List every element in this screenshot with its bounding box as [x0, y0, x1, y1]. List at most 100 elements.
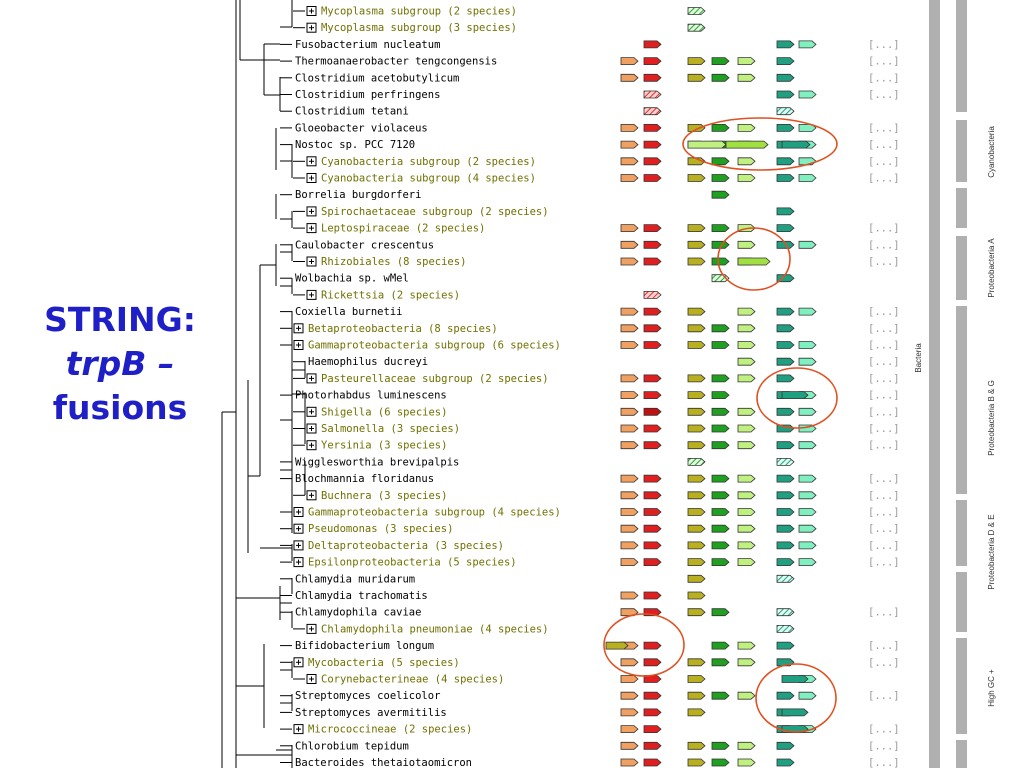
- table-row[interactable]: Clostridium acetobutylicum[...]: [295, 72, 900, 84]
- more-link[interactable]: [...]: [868, 173, 900, 185]
- table-row[interactable]: Corynebacterineae (4 species): [306, 674, 817, 686]
- more-link[interactable]: [...]: [868, 440, 900, 452]
- table-row[interactable]: Clostridium perfringens [...]: [295, 89, 900, 101]
- more-link[interactable]: [...]: [868, 740, 900, 752]
- species-name[interactable]: Deltaproteobacteria (3 species): [308, 540, 504, 552]
- more-link[interactable]: [...]: [868, 473, 900, 485]
- species-name[interactable]: Mycoplasma subgroup (2 species): [321, 6, 517, 18]
- species-name[interactable]: Chlamydophila caviae: [295, 607, 421, 619]
- table-row[interactable]: Chlamydophila pneumoniae (4 species): [306, 623, 795, 635]
- species-name[interactable]: Coxiella burnetii: [295, 306, 402, 318]
- species-name[interactable]: Shigella (6 species): [321, 406, 447, 418]
- species-name[interactable]: Pasteurellaceae subgroup (2 species): [321, 373, 549, 385]
- more-link[interactable]: [...]: [868, 56, 900, 68]
- more-link[interactable]: [...]: [868, 239, 900, 251]
- more-link[interactable]: [...]: [868, 423, 900, 435]
- more-link[interactable]: [...]: [868, 122, 900, 134]
- more-link[interactable]: [...]: [868, 406, 900, 418]
- more-link[interactable]: [...]: [868, 256, 900, 268]
- species-name[interactable]: Spirochaetaceae subgroup (2 species): [321, 206, 549, 218]
- more-link[interactable]: [...]: [868, 640, 900, 652]
- table-row[interactable]: Chlamydia muridarum: [295, 573, 795, 585]
- more-link[interactable]: [...]: [868, 39, 900, 51]
- table-row[interactable]: Cyanobacteria subgroup (2 species) [...]: [306, 156, 900, 168]
- species-name[interactable]: Corynebacterineae (4 species): [321, 674, 504, 686]
- table-row[interactable]: Cyanobacteria subgroup (4 species) [...]: [306, 173, 900, 185]
- species-name[interactable]: Chlamydia trachomatis: [295, 590, 428, 602]
- table-row[interactable]: Mycobacteria (5 species) [...]: [293, 657, 900, 669]
- species-name[interactable]: Streptomyces coelicolor: [295, 690, 440, 702]
- table-row[interactable]: Rickettsia (2 species): [306, 289, 662, 301]
- species-name[interactable]: Micrococcineae (2 species): [308, 724, 472, 736]
- species-name[interactable]: Nostoc sp. PCC 7120: [295, 139, 415, 151]
- more-link[interactable]: [...]: [868, 156, 900, 168]
- more-link[interactable]: [...]: [868, 340, 900, 352]
- species-name[interactable]: Thermoanaerobacter tengcongensis: [295, 56, 497, 68]
- table-row[interactable]: Gloeobacter violaceus [...]: [295, 122, 900, 134]
- species-name[interactable]: Mycobacteria (5 species): [308, 657, 460, 669]
- more-link[interactable]: [...]: [868, 507, 900, 519]
- table-row[interactable]: Coxiella burnetii [...]: [295, 306, 900, 318]
- table-row[interactable]: Spirochaetaceae subgroup (2 species): [306, 206, 795, 218]
- table-row[interactable]: Shigella (6 species) [...]: [306, 406, 900, 418]
- table-row[interactable]: Epsilonproteobacteria (5 species)[...]: [293, 557, 900, 569]
- table-row[interactable]: Clostridium tetani: [295, 106, 795, 118]
- species-name[interactable]: Wolbachia sp. wMel: [295, 273, 409, 285]
- table-row[interactable]: Salmonella (3 species) [...]: [306, 423, 900, 435]
- species-name[interactable]: Gammaproteobacteria subgroup (4 species): [308, 507, 561, 519]
- more-link[interactable]: [...]: [868, 490, 900, 502]
- species-name[interactable]: Yersinia (3 species): [321, 440, 447, 452]
- table-row[interactable]: Bacteroides thetaiotaomicron[...]: [295, 757, 900, 768]
- table-row[interactable]: Rhizobiales (8 species) [...]: [306, 256, 900, 268]
- table-row[interactable]: Chlorobium tepidum [...]: [295, 740, 900, 752]
- table-row[interactable]: Thermoanaerobacter tengcongensis [...]: [295, 56, 900, 68]
- species-name[interactable]: Salmonella (3 species): [321, 423, 460, 435]
- species-name[interactable]: Gloeobacter violaceus: [295, 122, 428, 134]
- more-link[interactable]: [...]: [868, 540, 900, 552]
- species-name[interactable]: Caulobacter crescentus: [295, 239, 434, 251]
- more-link[interactable]: [...]: [868, 223, 900, 235]
- more-link[interactable]: [...]: [868, 306, 900, 318]
- species-name[interactable]: Wigglesworthia brevipalpis: [295, 456, 459, 468]
- table-row[interactable]: Betaproteobacteria (8 species) [...]: [293, 323, 900, 335]
- more-link[interactable]: [...]: [868, 757, 900, 768]
- species-name[interactable]: Leptospiraceae (2 species): [321, 223, 485, 235]
- species-name[interactable]: Pseudomonas (3 species): [308, 523, 453, 535]
- table-row[interactable]: Pasteurellaceae subgroup (2 species) [...…: [306, 373, 900, 385]
- table-row[interactable]: Mycoplasma subgroup (3 species): [306, 22, 706, 34]
- species-name[interactable]: Gammaproteobacteria subgroup (6 species): [308, 340, 561, 352]
- species-name[interactable]: Betaproteobacteria (8 species): [308, 323, 498, 335]
- more-link[interactable]: [...]: [868, 390, 900, 402]
- species-name[interactable]: Chlamydophila pneumoniae (4 species): [321, 623, 549, 635]
- more-link[interactable]: [...]: [868, 690, 900, 702]
- table-row[interactable]: Micrococcineae (2 species) [...]: [293, 724, 900, 736]
- table-row[interactable]: Fusobacterium nucleatum[...]: [295, 39, 900, 51]
- table-row[interactable]: Chlamydophila caviae[...]: [295, 607, 900, 619]
- species-name[interactable]: Chlamydia muridarum: [295, 573, 415, 585]
- table-row[interactable]: Gammaproteobacteria subgroup (4 species)…: [293, 507, 900, 519]
- table-row[interactable]: Caulobacter crescentus [...]: [295, 239, 900, 251]
- more-link[interactable]: [...]: [868, 89, 900, 101]
- species-name[interactable]: Rhizobiales (8 species): [321, 256, 466, 268]
- table-row[interactable]: Chlamydia trachomatis: [295, 590, 706, 602]
- more-link[interactable]: [...]: [868, 657, 900, 669]
- table-row[interactable]: Borrelia burgdorferi: [295, 189, 730, 201]
- species-name[interactable]: Clostridium perfringens: [295, 89, 440, 101]
- species-name[interactable]: Epsilonproteobacteria (5 species): [308, 557, 517, 569]
- table-row[interactable]: Gammaproteobacteria subgroup (6 species)…: [293, 340, 900, 352]
- species-name[interactable]: Chlorobium tepidum: [295, 740, 409, 752]
- species-name[interactable]: Haemophilus ducreyi: [308, 356, 428, 368]
- species-name[interactable]: Cyanobacteria subgroup (4 species): [321, 173, 536, 185]
- table-row[interactable]: Pseudomonas (3 species) [...]: [293, 523, 900, 535]
- table-row[interactable]: Haemophilus ducreyi[...]: [308, 356, 900, 368]
- more-link[interactable]: [...]: [868, 373, 900, 385]
- species-name[interactable]: Cyanobacteria subgroup (2 species): [321, 156, 536, 168]
- more-link[interactable]: [...]: [868, 323, 900, 335]
- table-row[interactable]: Wigglesworthia brevipalpis: [295, 456, 795, 468]
- species-name[interactable]: Buchnera (3 species): [321, 490, 447, 502]
- more-link[interactable]: [...]: [868, 523, 900, 535]
- species-name[interactable]: Mycoplasma subgroup (3 species): [321, 22, 517, 34]
- species-name[interactable]: Clostridium acetobutylicum: [295, 72, 459, 84]
- more-link[interactable]: [...]: [868, 724, 900, 736]
- species-name[interactable]: Rickettsia (2 species): [321, 289, 460, 301]
